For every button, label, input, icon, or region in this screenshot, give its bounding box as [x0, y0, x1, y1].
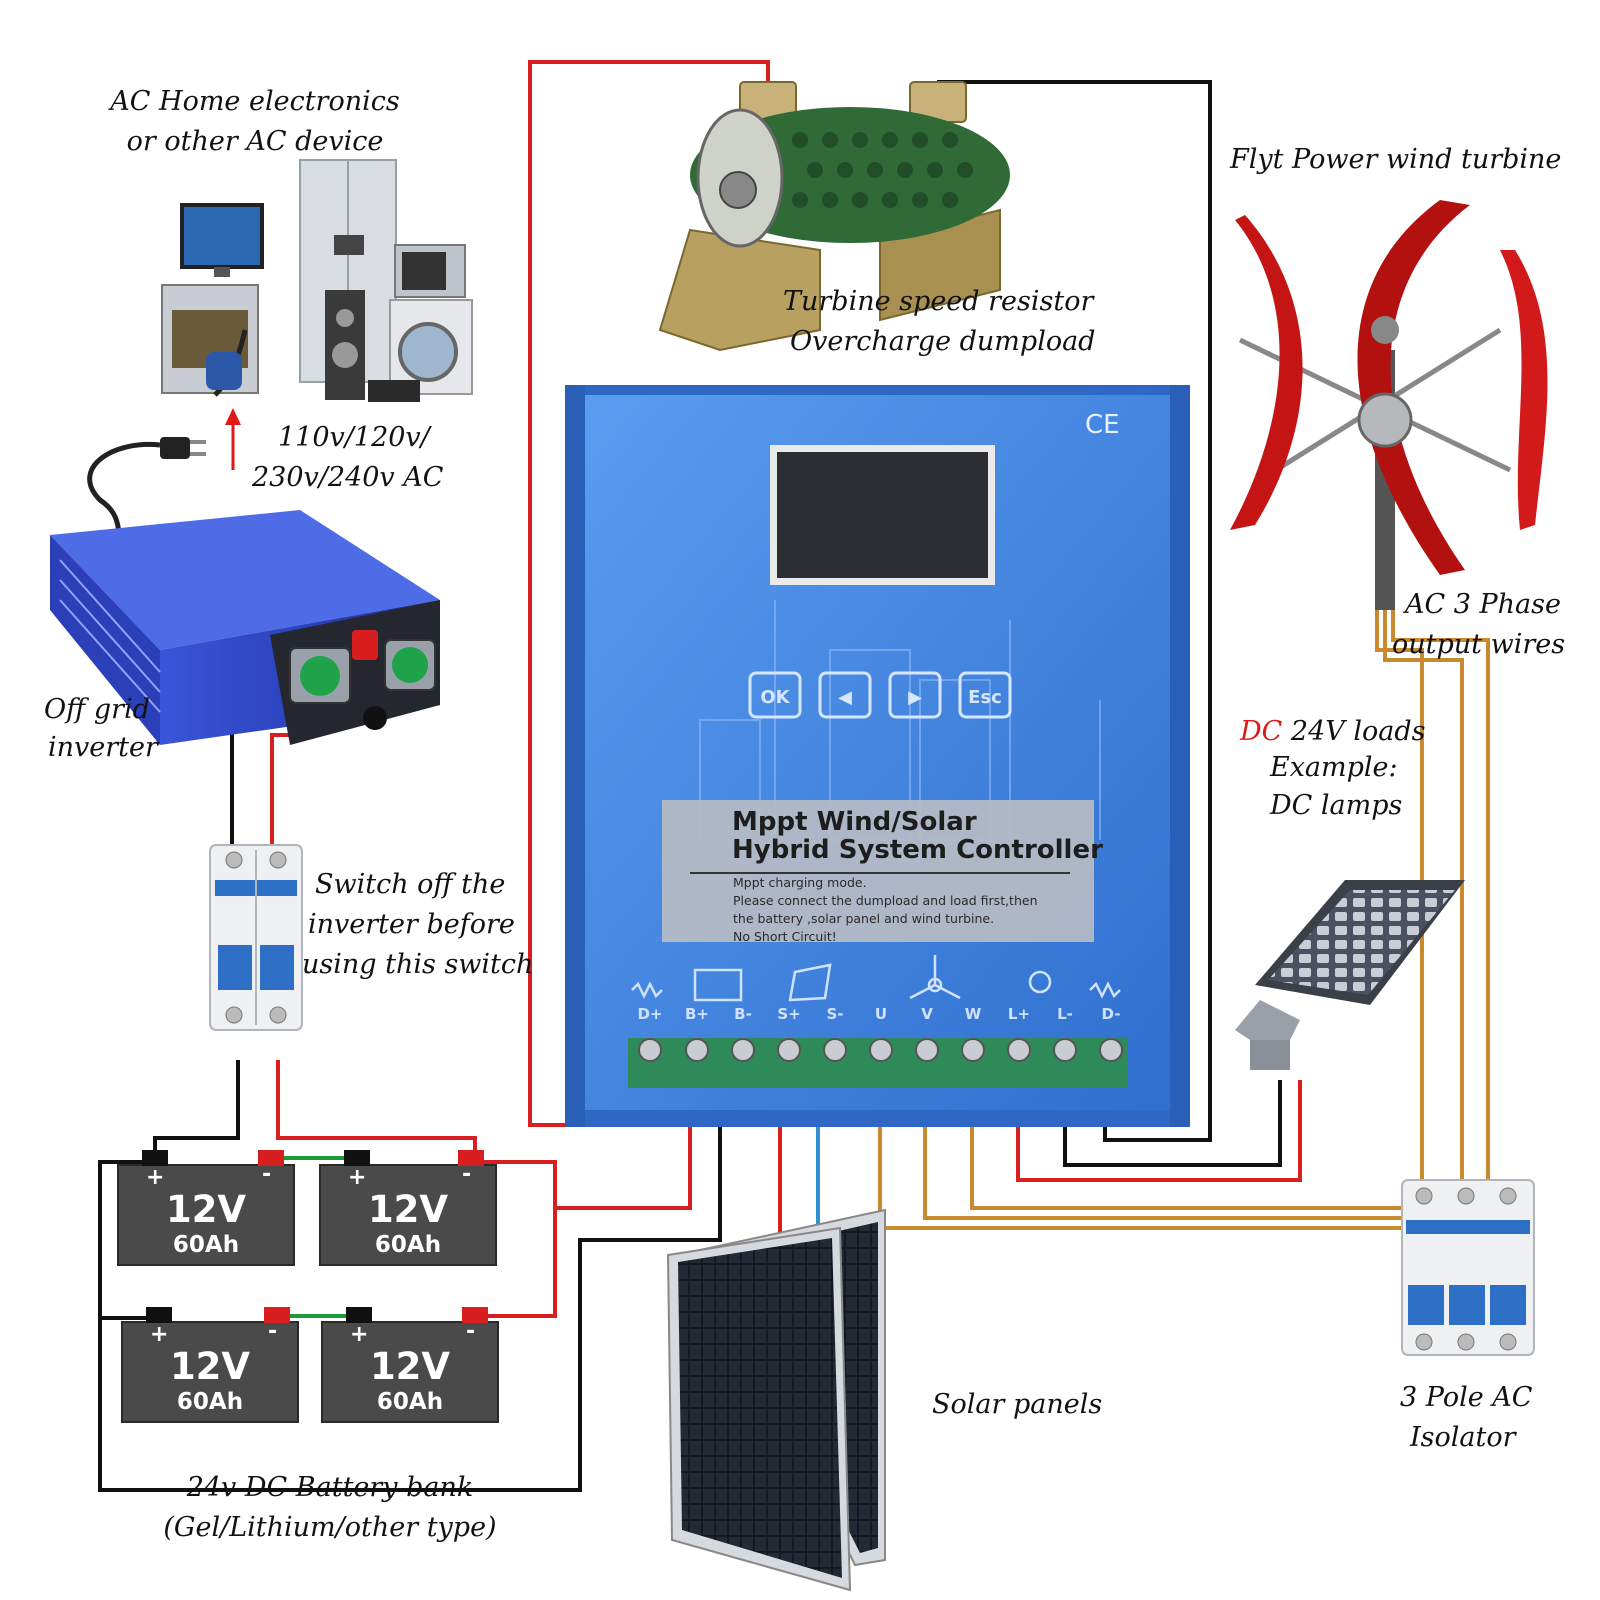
turbine-label: Flyt Power wind turbine: [1230, 144, 1562, 175]
battery-minus: -: [262, 1162, 272, 1187]
ac-wires-label-line2: output wires: [1392, 629, 1566, 660]
ac-phase-wire-v: [923, 1095, 1402, 1220]
dc-load-wire-black: [1063, 1080, 1282, 1167]
battery-positive-wire: [555, 1095, 692, 1210]
battery-bank: [117, 1150, 499, 1423]
battery-plus: +: [348, 1165, 367, 1190]
ac-devices-label-line1: AC Home electronics: [110, 86, 400, 117]
battery-3: [121, 1307, 299, 1423]
battery-bank-label-line2: (Gel/Lithium/other type): [163, 1512, 497, 1543]
controller-title-line1: Mppt Wind/Solar: [732, 807, 977, 837]
bank-black-left: [98, 1095, 722, 1492]
dc-breaker-switch: [209, 844, 303, 1031]
controller-note-line2: Please connect the dumpload and load fir…: [733, 893, 1038, 908]
switch-label-line2: inverter before: [308, 909, 515, 940]
battery-plus: +: [150, 1322, 169, 1347]
ac-wires-label-line1: AC 3 Phase: [1405, 589, 1561, 620]
battery-voltage: 12V: [169, 1345, 251, 1388]
terminal-label: S-: [826, 1005, 844, 1023]
controller-note-line3: the battery ,solar panel and wind turbin…: [733, 911, 995, 926]
esc-button: Esc: [968, 687, 1002, 708]
ce-mark: CE: [1085, 410, 1120, 440]
ac-voltage-label-line2: 230v/240v AC: [252, 462, 444, 493]
solar-label: Solar panels: [932, 1389, 1103, 1420]
battery-plus: +: [350, 1322, 369, 1347]
terminal-label: L+: [1007, 1005, 1031, 1023]
terminal-label: S+: [777, 1005, 801, 1023]
controller-title: Mppt Wind/Solar Hybrid System Controller: [732, 808, 1103, 864]
ac-phase-wire-w: [970, 1095, 1402, 1210]
ac-devices-label-line2: or other AC device: [126, 126, 384, 157]
battery-minus: -: [466, 1319, 476, 1344]
controller-title-line2: Hybrid System Controller: [732, 835, 1103, 865]
hybrid-controller: [565, 385, 1190, 1127]
dc-street-lamp: [1235, 880, 1465, 1070]
isolator-label-line1: 3 Pole AC: [1400, 1382, 1533, 1413]
inverter-wire-red: [270, 733, 300, 860]
wind-turbine: [1230, 200, 1548, 610]
terminal-label: D+: [637, 1005, 663, 1023]
battery-voltage: 12V: [165, 1188, 247, 1231]
controller-note: Mppt charging mode. Please connect the d…: [733, 874, 1038, 946]
terminal-label: V: [921, 1005, 933, 1023]
off-grid-inverter: [50, 510, 440, 745]
dc-loads-label-dc: DC: [1240, 716, 1283, 747]
switch-label-line3: using this switch: [302, 949, 534, 980]
turbine-wire-2: [1383, 610, 1464, 1180]
controller-note-line1: Mppt charging mode.: [733, 875, 867, 890]
battery-capacity: 60Ah: [172, 1232, 240, 1258]
ac-appliances: [87, 159, 473, 553]
battery-capacity: 60Ah: [374, 1232, 442, 1258]
battery-1: [117, 1150, 295, 1266]
battery-minus: -: [268, 1319, 278, 1344]
ac-isolator: [1401, 1179, 1535, 1356]
inverter-label-line2: inverter: [48, 732, 158, 763]
dc-loads-label-rest: 24V loads: [1282, 716, 1426, 747]
battery-minus: -: [462, 1162, 472, 1187]
solar-panels: [666, 1208, 886, 1592]
resistor-label-line1: Turbine speed resistor: [783, 286, 1094, 317]
terminal-label: U: [874, 1005, 888, 1023]
ok-button: OK: [760, 687, 790, 708]
inverter-label-line1: Off grid: [44, 694, 150, 725]
battery-capacity: 60Ah: [176, 1389, 244, 1415]
terminal-label: B-: [734, 1005, 752, 1023]
dc-load-wire-red: [1016, 1080, 1302, 1182]
dc-loads-label-line3: DC lamps: [1270, 790, 1403, 821]
dumpload-resistor: [658, 81, 1010, 352]
switch-label-line1: Switch off the: [315, 869, 506, 900]
switch-battery-red: [276, 1060, 477, 1180]
battery-capacity: 60Ah: [376, 1389, 444, 1415]
turbine-wire-3: [1391, 610, 1490, 1180]
ac-voltage-label-line1: 110v/120v/: [278, 422, 430, 453]
battery-bank-label-line1: 24v DC Battery bank: [186, 1472, 474, 1503]
left-arrow-button: ◀: [838, 687, 852, 708]
battery-2: [319, 1150, 497, 1266]
wires: [98, 60, 1490, 1492]
dc-loads-label-line1: DC 24V loads: [1240, 712, 1425, 752]
terminal-label: D-: [1101, 1005, 1121, 1023]
battery-voltage: 12V: [367, 1188, 449, 1231]
dc-loads-label-line2: Example:: [1270, 752, 1398, 783]
resistor-label-line2: Overcharge dumpload: [790, 326, 1096, 357]
terminal-label: W: [964, 1005, 982, 1023]
isolator-label-line2: Isolator: [1410, 1422, 1516, 1453]
terminal-label: B+: [684, 1005, 709, 1023]
inverter-wire-black: [230, 718, 248, 860]
battery-plus: +: [146, 1165, 165, 1190]
terminal-label: L-: [1057, 1005, 1073, 1023]
battery-voltage: 12V: [369, 1345, 451, 1388]
controller-note-line4: No Short Circuit!: [733, 929, 837, 944]
battery-4: [321, 1307, 499, 1423]
right-arrow-button: ▶: [908, 687, 922, 708]
